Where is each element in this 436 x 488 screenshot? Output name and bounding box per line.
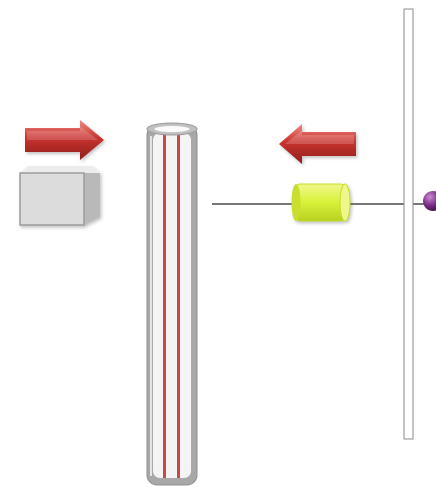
- vertical-plate: [403, 8, 414, 440]
- glass-tube-interior: [153, 133, 191, 478]
- right-arrow-highlight: [285, 130, 354, 144]
- glass-tube: [146, 122, 198, 486]
- yellow-cylinder-right-cap: [339, 183, 351, 222]
- glass-tube-stripe-right: [177, 133, 180, 478]
- gray-block-top: [20, 166, 100, 173]
- yellow-cylinder-left-cap: [291, 184, 301, 221]
- gray-block-front: [20, 173, 84, 225]
- gray-block: [19, 166, 100, 226]
- right-arrow-icon: [279, 124, 356, 164]
- yellow-cylinder: [291, 183, 351, 222]
- gray-block-edge: [19, 172, 85, 226]
- glass-tube-opening: [153, 125, 191, 133]
- purple-sphere: [423, 191, 436, 211]
- gray-block-side: [84, 173, 100, 225]
- glass-tube-stripe-left: [163, 133, 166, 478]
- left-arrow-icon: [25, 120, 104, 160]
- yellow-cylinder-body: [293, 183, 347, 222]
- left-arrow-highlight: [27, 126, 98, 140]
